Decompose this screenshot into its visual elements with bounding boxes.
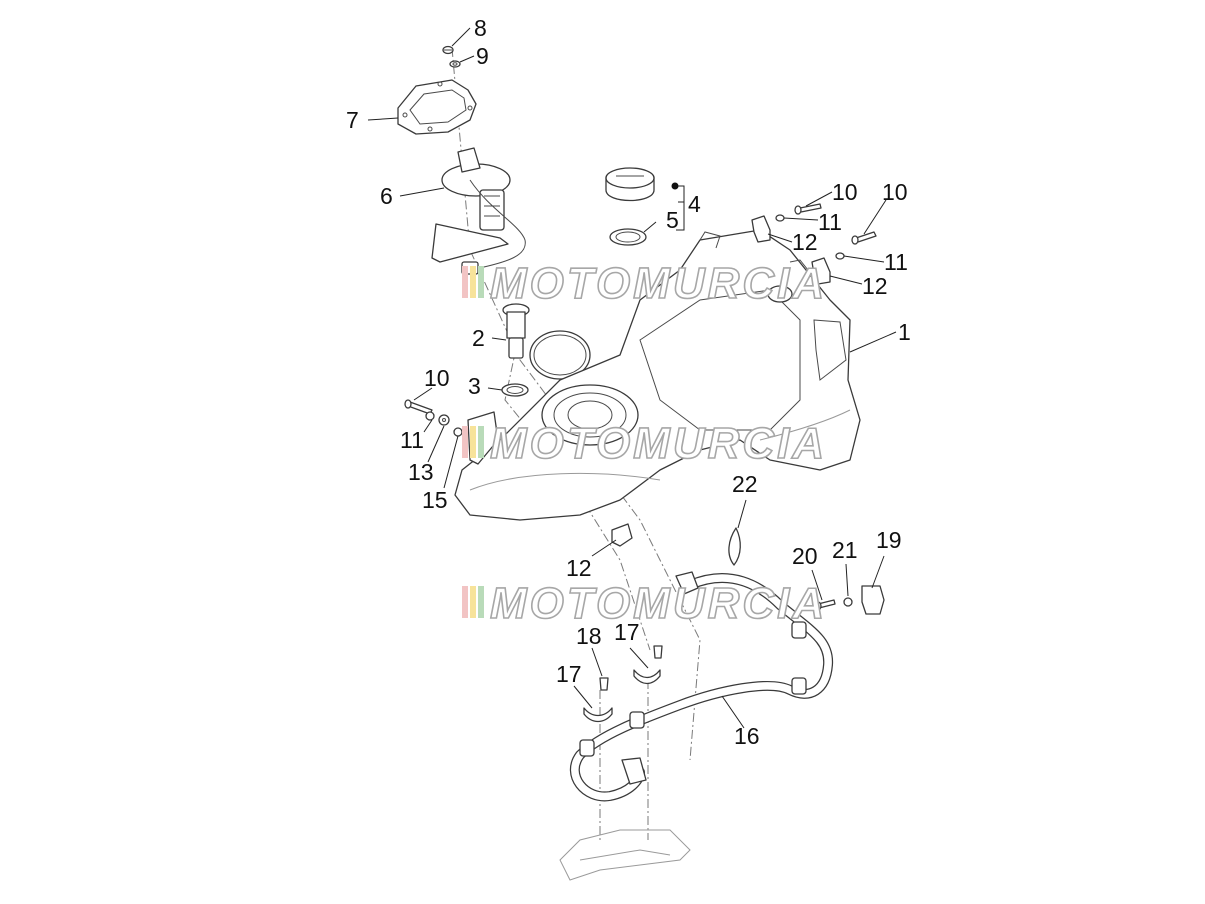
callout-17-right: 17 <box>614 619 640 645</box>
watermark-text-bottom: MOTOMURCIA <box>490 579 827 628</box>
bolt-part-10-upper-a <box>794 203 822 215</box>
callout-15: 15 <box>422 487 448 513</box>
callout-7: 7 <box>346 107 359 133</box>
callout-13: 13 <box>408 459 434 485</box>
callout-8: 8 <box>474 15 487 41</box>
callout-4: 4 <box>688 191 701 217</box>
callout-11-left: 11 <box>400 427 424 453</box>
level-sensor-part-2 <box>502 303 530 359</box>
nut-part-15 <box>453 427 463 437</box>
fuel-tank-part-1 <box>454 229 861 521</box>
washer-part-11-upper-a <box>775 214 785 222</box>
watermark-middle: MOTOMURCIA <box>462 418 827 469</box>
screw-part-20 <box>814 599 836 611</box>
callout-21: 21 <box>832 537 858 563</box>
washer-part-13 <box>438 414 450 426</box>
callout-20: 20 <box>792 543 818 569</box>
fuel-cap-part-4 <box>605 167 655 202</box>
callout-9: 9 <box>476 43 489 69</box>
watermark-top: MOTOMURCIA <box>462 258 827 309</box>
clip-part-12-upper-b <box>811 257 831 285</box>
washer-part-21 <box>843 597 853 607</box>
clamp-part-17-right <box>633 669 661 685</box>
callout-2: 2 <box>472 325 485 351</box>
washer-part-11-upper-b <box>835 252 845 260</box>
callout-22: 22 <box>732 471 758 497</box>
lower-bracket <box>559 829 691 881</box>
callout-6: 6 <box>380 183 393 209</box>
bolt-part-10-upper-b <box>851 231 877 245</box>
callout-5: 5 <box>666 207 679 233</box>
bullet-dot <box>671 182 679 190</box>
cap-seal-part-5 <box>609 228 647 246</box>
callout-10-left: 10 <box>424 365 450 391</box>
callout-1: 1 <box>898 319 911 345</box>
callout-12-lower: 12 <box>566 555 592 581</box>
callout-10-upper-a: 10 <box>832 179 858 205</box>
callout-12-upper-a: 12 <box>792 229 818 255</box>
fuel-pipe-part-16 <box>569 571 834 802</box>
callout-17-left: 17 <box>556 661 582 687</box>
callout-18: 18 <box>576 623 602 649</box>
fuel-pump-part-6 <box>431 147 526 275</box>
callout-19: 19 <box>876 527 902 553</box>
callout-3: 3 <box>468 373 481 399</box>
callout-12-upper-b: 12 <box>862 273 888 299</box>
callout-11-upper-a: 11 <box>818 209 842 235</box>
gasket-ring <box>529 330 591 380</box>
clip-part-12-lower <box>611 523 633 547</box>
leader-lines <box>367 27 897 729</box>
bracket-part-19 <box>861 585 885 615</box>
cable-tie-part-22 <box>728 527 741 566</box>
callout-11-upper-b: 11 <box>884 249 908 275</box>
watermark-text-top: MOTOMURCIA <box>490 259 827 308</box>
flange-ring-part-7 <box>397 79 477 135</box>
callout-16: 16 <box>734 723 760 749</box>
clamp-part-17-left <box>583 707 613 723</box>
clip-part-12-upper-a <box>751 215 771 243</box>
o-ring-part-3 <box>501 383 529 397</box>
washer-part-11-left <box>425 411 435 421</box>
watermark-text-middle: MOTOMURCIA <box>490 419 827 468</box>
callout-10-upper-b: 10 <box>882 179 908 205</box>
washer-part-9 <box>449 60 461 68</box>
watermark-bottom: MOTOMURCIA <box>462 578 827 629</box>
screw-part-18 <box>599 677 609 691</box>
screw-part-17-top <box>653 645 663 659</box>
callout-labels: 8 9 7 6 4 5 10 10 11 11 12 12 1 2 3 10 1… <box>346 15 911 749</box>
screw-part-8 <box>442 45 454 55</box>
